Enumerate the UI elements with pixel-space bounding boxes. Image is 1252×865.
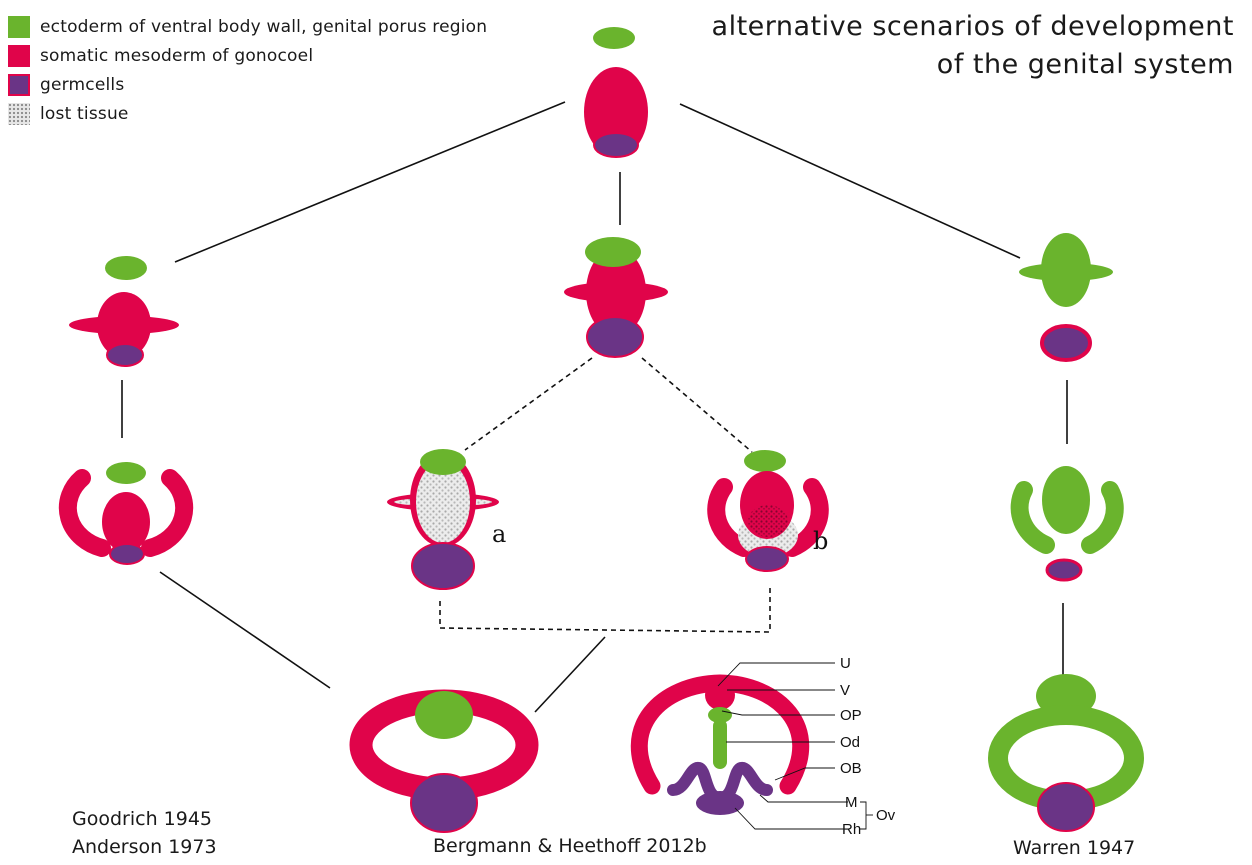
stage-left-3 xyxy=(58,462,194,565)
leader-ob xyxy=(774,767,835,781)
legend-item-mesoderm: somatic mesoderm of gonocoel xyxy=(8,41,487,70)
mesoderm-shape xyxy=(586,248,646,336)
stage-left-2 xyxy=(69,256,179,367)
credit-right: Warren 1947 xyxy=(1013,837,1136,859)
label-ov: Ov xyxy=(876,807,896,824)
legend-label: lost tissue xyxy=(40,103,129,124)
title-line-1: alternative scenarios of development xyxy=(711,11,1234,42)
connector-left-to-bottom xyxy=(159,571,331,689)
bracket-ov xyxy=(860,801,867,830)
label-rh: Rh xyxy=(842,821,861,838)
credit-center: Bergmann & Heethoff 2012b xyxy=(433,835,707,857)
germcell-shape xyxy=(410,773,478,833)
legend-swatch-ectoderm xyxy=(8,15,30,38)
ectoderm-shape xyxy=(106,462,146,484)
connector-top-left xyxy=(174,101,566,263)
germcell-shape xyxy=(109,543,145,565)
mesoderm-arm-left xyxy=(707,478,753,557)
label-od: Od xyxy=(840,734,860,751)
legend-swatch-germcells xyxy=(8,73,30,96)
legend-item-lost-tissue: lost tissue xyxy=(8,99,487,128)
label-op: OP xyxy=(840,707,862,724)
mesoderm-arm-right xyxy=(783,478,829,557)
connector-lines xyxy=(121,101,1068,713)
legend-item-germcells: germcells xyxy=(8,70,487,99)
lost-mesoderm-core xyxy=(748,505,788,537)
leader-u xyxy=(717,662,835,687)
legend-label: ectoderm of ventral body wall, genital p… xyxy=(40,16,488,37)
ectoderm-duct xyxy=(713,719,727,769)
connector-top-right xyxy=(679,103,1021,259)
ectoderm-arm-left xyxy=(1010,481,1055,554)
stage-variant-a xyxy=(387,449,499,590)
connector-merge-to-bottom xyxy=(534,636,606,713)
germcell-shape xyxy=(593,132,639,158)
lost-tissue-fill xyxy=(416,461,470,543)
credit-left: Goodrich 1945 Anderson 1973 xyxy=(72,805,217,861)
label-m: M xyxy=(845,794,858,811)
mesoderm-shape xyxy=(584,67,648,157)
dashed-connector-a xyxy=(464,357,593,451)
label-u: U xyxy=(840,655,851,672)
ectoderm-shape xyxy=(420,449,466,475)
legend: ectoderm of ventral body wall, genital p… xyxy=(8,12,487,128)
germcell-shape xyxy=(696,791,744,815)
variant-label-a: a xyxy=(492,520,507,548)
mesoderm-arm-right xyxy=(141,469,194,557)
ectoderm-arm-right xyxy=(1081,481,1124,554)
ectoderm-shape xyxy=(415,691,473,739)
legend-swatch-lost-tissue xyxy=(8,102,30,125)
leader-rh xyxy=(734,807,848,830)
germcell-shape xyxy=(586,316,644,358)
germcell-shape xyxy=(1040,324,1092,362)
stage-right-2 xyxy=(1019,233,1113,362)
ectoderm-shape xyxy=(744,450,786,472)
stage-top-ancestor xyxy=(584,27,648,158)
credit-goodrich: Goodrich 1945 xyxy=(72,808,213,830)
germcell-shape xyxy=(411,542,475,590)
leader-op xyxy=(721,710,835,716)
stage-right-3 xyxy=(1010,466,1124,582)
mesoderm-knob xyxy=(705,680,735,710)
dashed-connector-b xyxy=(641,357,753,453)
germcell-shape xyxy=(1037,782,1095,832)
label-v: V xyxy=(840,682,850,699)
legend-label: somatic mesoderm of gonocoel xyxy=(40,45,314,66)
mesoderm-shape xyxy=(97,292,151,358)
stage-right-final xyxy=(988,674,1144,832)
label-ob: OB xyxy=(840,760,862,777)
dashed-connectors xyxy=(439,357,771,633)
variant-label-b: b xyxy=(813,527,829,555)
stage-left-final xyxy=(349,689,539,833)
mesoderm-arm-left xyxy=(58,469,111,557)
ectoderm-shape xyxy=(585,237,641,267)
label-leader-lines xyxy=(717,662,873,830)
stage-variant-b xyxy=(707,450,829,572)
germcell-shape xyxy=(106,343,144,367)
legend-item-ectoderm: ectoderm of ventral body wall, genital p… xyxy=(8,12,487,41)
stage-middle-2 xyxy=(564,237,668,358)
diagram-title: alternative scenarios of development of … xyxy=(712,8,1234,84)
stage-labeled-final: U V OP Od OB M Rh Ov xyxy=(630,655,896,838)
title-line-2: of the genital system xyxy=(936,49,1234,80)
ectoderm-shape xyxy=(1042,466,1090,534)
ectoderm-shape xyxy=(105,256,147,280)
leader-m xyxy=(759,794,848,803)
germcell-shape xyxy=(1045,558,1083,582)
legend-label: germcells xyxy=(40,74,125,95)
germcell-shape xyxy=(745,546,789,572)
credit-anderson: Anderson 1973 xyxy=(72,836,217,858)
ectoderm-porus xyxy=(708,707,732,723)
dashed-merge-bracket xyxy=(439,588,771,633)
legend-swatch-mesoderm xyxy=(8,44,30,67)
ectoderm-shape xyxy=(593,27,635,49)
ectoderm-shape xyxy=(1041,233,1091,307)
mesoderm-shape xyxy=(102,492,150,552)
